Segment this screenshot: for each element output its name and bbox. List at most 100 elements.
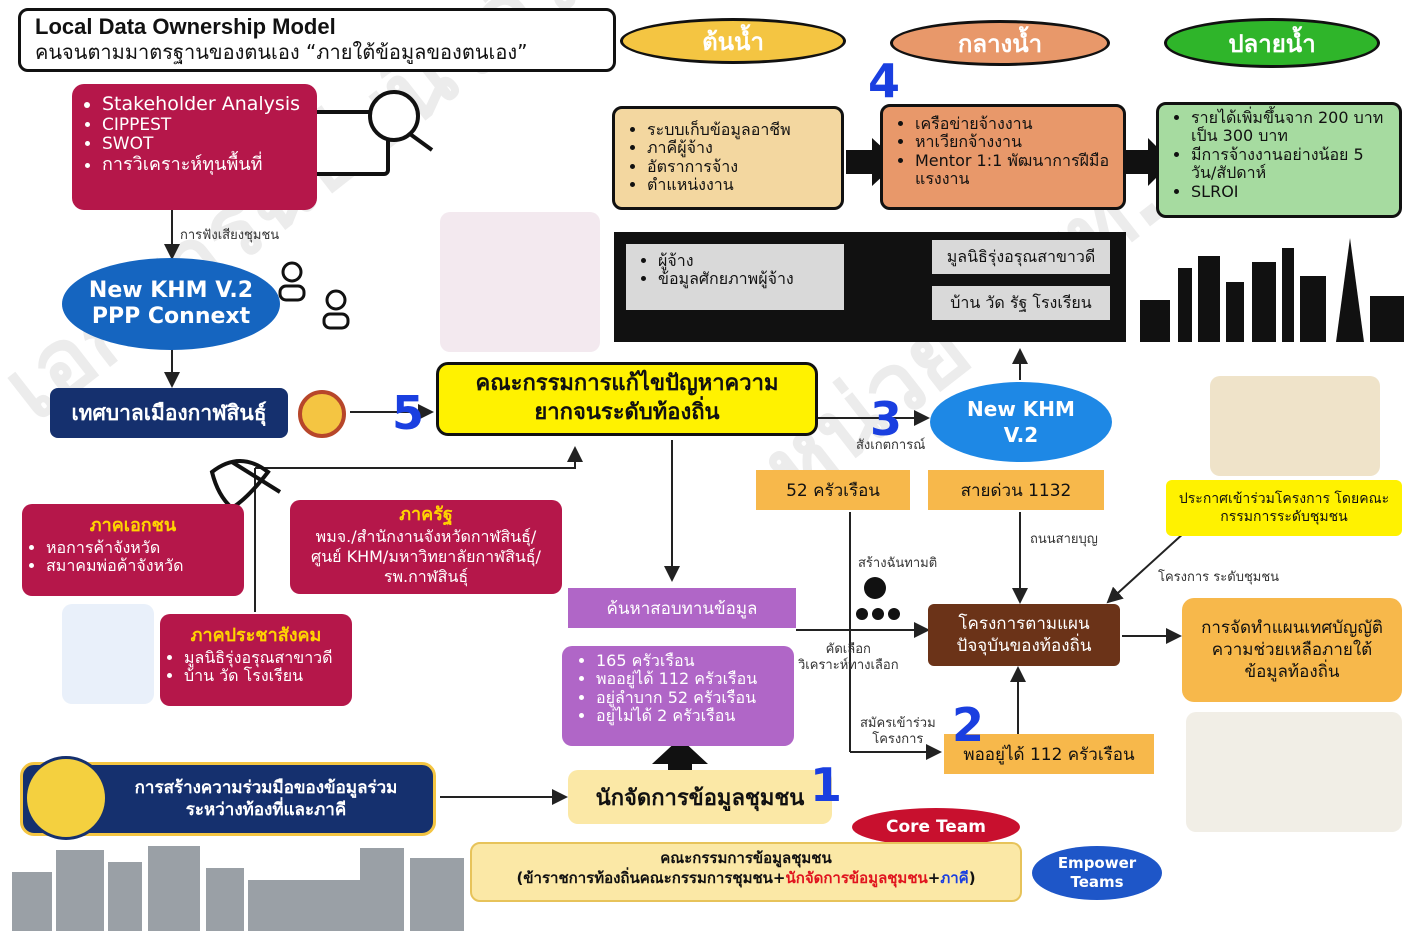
poverty-committee-label: คณะกรรมการแก้ไขปัญหาความยากจนระดับท้องถิ… xyxy=(475,371,779,425)
data-manager-label: นักจัดการข้อมูลชุมชน xyxy=(595,785,805,811)
upstream-item: ภาคีผู้จ้าง xyxy=(647,138,831,157)
data-committee-members: (ข้าราชการท้องถิ่นคณะกรรมการชุมชน+นักจัด… xyxy=(478,868,1014,888)
ok-112-label: พออยู่ได้ 112 ครัวเรือน xyxy=(963,744,1135,765)
upstream-item: อัตราการจ้าง xyxy=(647,157,831,176)
build-peace-label: สร้างฉันทามติ xyxy=(858,556,938,571)
planning-illustration xyxy=(1186,712,1402,832)
private-sector-title: ภาคเอกชน xyxy=(89,515,177,536)
announcement-box: ประกาศเข้าร่วมโครงการ โดยคณะกรรมการระดับ… xyxy=(1166,480,1402,536)
search-verify-label: ค้นหาสอบทานข้อมูล xyxy=(606,598,758,619)
core-team-label: Core Team xyxy=(885,817,987,837)
community-project-label: โครงการ ระดับชุมชน xyxy=(1158,570,1280,585)
midstream-item: Mentor 1:1 พัฒนาการฝีมือแรงงาน xyxy=(915,151,1113,189)
step-number-4: 4 xyxy=(868,54,901,108)
municipality-box: เทศบาลเมืองกาฬสินธุ์ xyxy=(50,388,288,438)
employer-item: ข้อมูลศักยภาพผู้จ้าง xyxy=(658,269,834,288)
empower-teams-ellipse: Empower Teams xyxy=(1032,846,1162,900)
home-temple-label: บ้าน วัด รัฐ โรงเรียน xyxy=(950,292,1092,312)
data-committee-part4: ภาคี xyxy=(940,869,969,888)
new-khm-line2: V.2 xyxy=(1003,423,1039,447)
hotline-box: สายด่วน 1132 xyxy=(928,470,1104,510)
foundation-label: มูลนิธิรุ่งอรุณสาขาวดี xyxy=(946,246,1096,266)
midstream-title-pill: กลางน้ำ xyxy=(890,20,1110,66)
upstream-item: ตำแหน่งงาน xyxy=(647,175,831,194)
listening-label: การฟังเสียงชุมชน xyxy=(180,228,280,243)
midstream-item: หาเวียกจ้างงาน xyxy=(915,132,1113,151)
new-khm-v2-line1: New KHM V.2 xyxy=(88,277,254,303)
empower-teams-line1: Empower xyxy=(1057,853,1137,872)
analysis-item: Stakeholder Analysis xyxy=(102,93,305,116)
core-team-ellipse: Core Team xyxy=(852,808,1020,846)
local-plan-box: โครงการตามแผนปัจจุบันของท้องถิ่น xyxy=(928,604,1120,666)
foundation-box: มูลนิธิรุ่งอรุณสาขาวดี xyxy=(932,240,1110,274)
poverty-committee-box: คณะกรรมการแก้ไขปัญหาความยากจนระดับท้องถิ… xyxy=(436,362,818,436)
field-survey-label: สังเกตการณ์ xyxy=(856,438,926,453)
cooperation-label: การสร้างความร่วมมือของข้อมูลร่วมระหว่างท… xyxy=(134,778,398,821)
data-committee-part5: ) xyxy=(968,869,976,888)
public-sector-title: ภาครัฐ xyxy=(399,504,453,525)
analysis-box: Stakeholder Analysis CIPPEST SWOT การวิเ… xyxy=(72,84,317,210)
home-temple-box: บ้าน วัด รัฐ โรงเรียน xyxy=(932,286,1110,320)
midstream-box: เครือข่ายจ้างงาน หาเวียกจ้างงาน Mentor 1… xyxy=(880,104,1126,210)
local-plan-label: โครงการตามแผนปัจจุบันของท้องถิ่น xyxy=(956,613,1092,656)
analysis-list: Stakeholder Analysis CIPPEST SWOT การวิเ… xyxy=(88,93,305,176)
downstream-item: SLROI xyxy=(1191,182,1391,201)
step-number-5: 5 xyxy=(392,386,425,440)
step-number-1: 1 xyxy=(810,758,843,812)
data-manager-box: นักจัดการข้อมูลชุมชน xyxy=(568,770,832,824)
header-box: Local Data Ownership Model คนจนตามมาตรฐา… xyxy=(18,8,616,72)
households-52-label: 52 ครัวเรือน xyxy=(786,480,880,501)
empower-teams-line2: Teams xyxy=(1070,873,1124,891)
data-committee-box: คณะกรรมการข้อมูลชุมชน (ข้าราชการท้องถิ่น… xyxy=(470,842,1022,902)
search-verify-box: ค้นหาสอบทานข้อมูล xyxy=(568,588,796,628)
raised-fists-icon xyxy=(24,756,108,840)
midstream-item: เครือข่ายจ้างงาน xyxy=(915,114,1113,133)
private-sector-item: หอการค้าจังหวัด xyxy=(46,538,234,557)
analysis-item: SWOT xyxy=(102,135,305,155)
step-number-3: 3 xyxy=(870,392,903,446)
household-stats-box: 165 ครัวเรือน พออยู่ได้ 112 ครัวเรือน อย… xyxy=(562,646,794,746)
data-committee-part2: นักจัดการข้อมูลชุมชน xyxy=(785,869,928,888)
new-khm-v2-line2: PPP Connext xyxy=(91,304,251,329)
midstream-title: กลางน้ำ xyxy=(957,29,1043,58)
downstream-item: มีการจ้างงานอย่างน้อย 5 วัน/สัปดาห์ xyxy=(1191,145,1391,183)
employer-item: ผู้จ้าง xyxy=(658,251,834,270)
select-analyze-label: คัดเลือก วิเคราะห์ทางเลือก xyxy=(798,642,899,673)
downstream-title: ปลายน้ำ xyxy=(1228,29,1316,58)
meeting-illustration xyxy=(1210,376,1380,476)
data-committee-title: คณะกรรมการข้อมูลชุมชน xyxy=(660,849,832,867)
announcement-label: ประกาศเข้าร่วมโครงการ โดยคณะกรรมการระดับ… xyxy=(1178,490,1390,525)
civil-sector-item: บ้าน วัด โรงเรียน xyxy=(184,666,342,685)
new-khm-line1: New KHM xyxy=(967,397,1075,421)
upstream-title-pill: ต้นน้ำ xyxy=(620,18,846,64)
household-stat-item: อยู่ไม่ได้ 2 ครัวเรือน xyxy=(596,706,786,725)
upstream-title: ต้นน้ำ xyxy=(702,27,764,56)
presentation-illustration xyxy=(440,212,600,352)
public-sector-box: ภาครัฐ พมจ./สำนักงานจังหวัดกาฬสินธุ์/ศูน… xyxy=(290,500,562,594)
analysis-item: CIPPEST xyxy=(102,115,305,136)
employer-box: ผู้จ้าง ข้อมูลศักยภาพผู้จ้าง xyxy=(626,244,844,310)
downstream-title-pill: ปลายน้ำ xyxy=(1164,18,1380,68)
municipality-label: เทศบาลเมืองกาฬสินธุ์ xyxy=(71,400,267,425)
ok-112-box: พออยู่ได้ 112 ครัวเรือน xyxy=(944,734,1154,774)
municipality-seal-icon xyxy=(298,390,346,438)
data-committee-part3: + xyxy=(927,869,941,888)
public-sector-text: พมจ./สำนักงานจังหวัดกาฬสินธุ์/ศูนย์ KHM/… xyxy=(311,526,541,586)
upstream-box: ระบบเก็บข้อมูลอาชีพ ภาคีผู้จ้าง อัตราการ… xyxy=(612,106,844,210)
data-committee-part1: (ข้าราชการท้องถิ่นคณะกรรมการชุมชน+ xyxy=(516,869,786,888)
household-stat-item: 165 ครัวเรือน xyxy=(596,651,786,670)
civil-sector-item: มูลนิธิรุ่งอรุณสาขาวดี xyxy=(184,648,342,667)
civil-sector-title: ภาคประชาสังคม xyxy=(190,625,322,646)
apply-join-label: สมัครเข้าร่วม โครงการ xyxy=(860,716,936,747)
new-khm-v2-ellipse: New KHM V.2 PPP Connext xyxy=(62,258,280,350)
analysis-item: การวิเคราะห์ทุนพื้นที่ xyxy=(102,154,305,176)
hotline-label: สายด่วน 1132 xyxy=(960,480,1072,501)
household-stat-item: อยู่ลำบาก 52 ครัวเรือน xyxy=(596,688,786,707)
header-title: Local Data Ownership Model xyxy=(35,14,336,39)
private-sector-item: สมาคมพ่อค้าจังหวัด xyxy=(46,556,234,575)
downstream-item: รายได้เพิ่มขึ้นจาก 200 บาท เป็น 300 บาท xyxy=(1191,108,1391,146)
civil-sector-box: ภาคประชาสังคม มูลนิธิรุ่งอรุณสาขาวดี บ้า… xyxy=(160,614,352,706)
step-number-2: 2 xyxy=(952,698,985,752)
household-stat-item: พออยู่ได้ 112 ครัวเรือน xyxy=(596,669,786,688)
upstream-item: ระบบเก็บข้อมูลอาชีพ xyxy=(647,120,831,139)
